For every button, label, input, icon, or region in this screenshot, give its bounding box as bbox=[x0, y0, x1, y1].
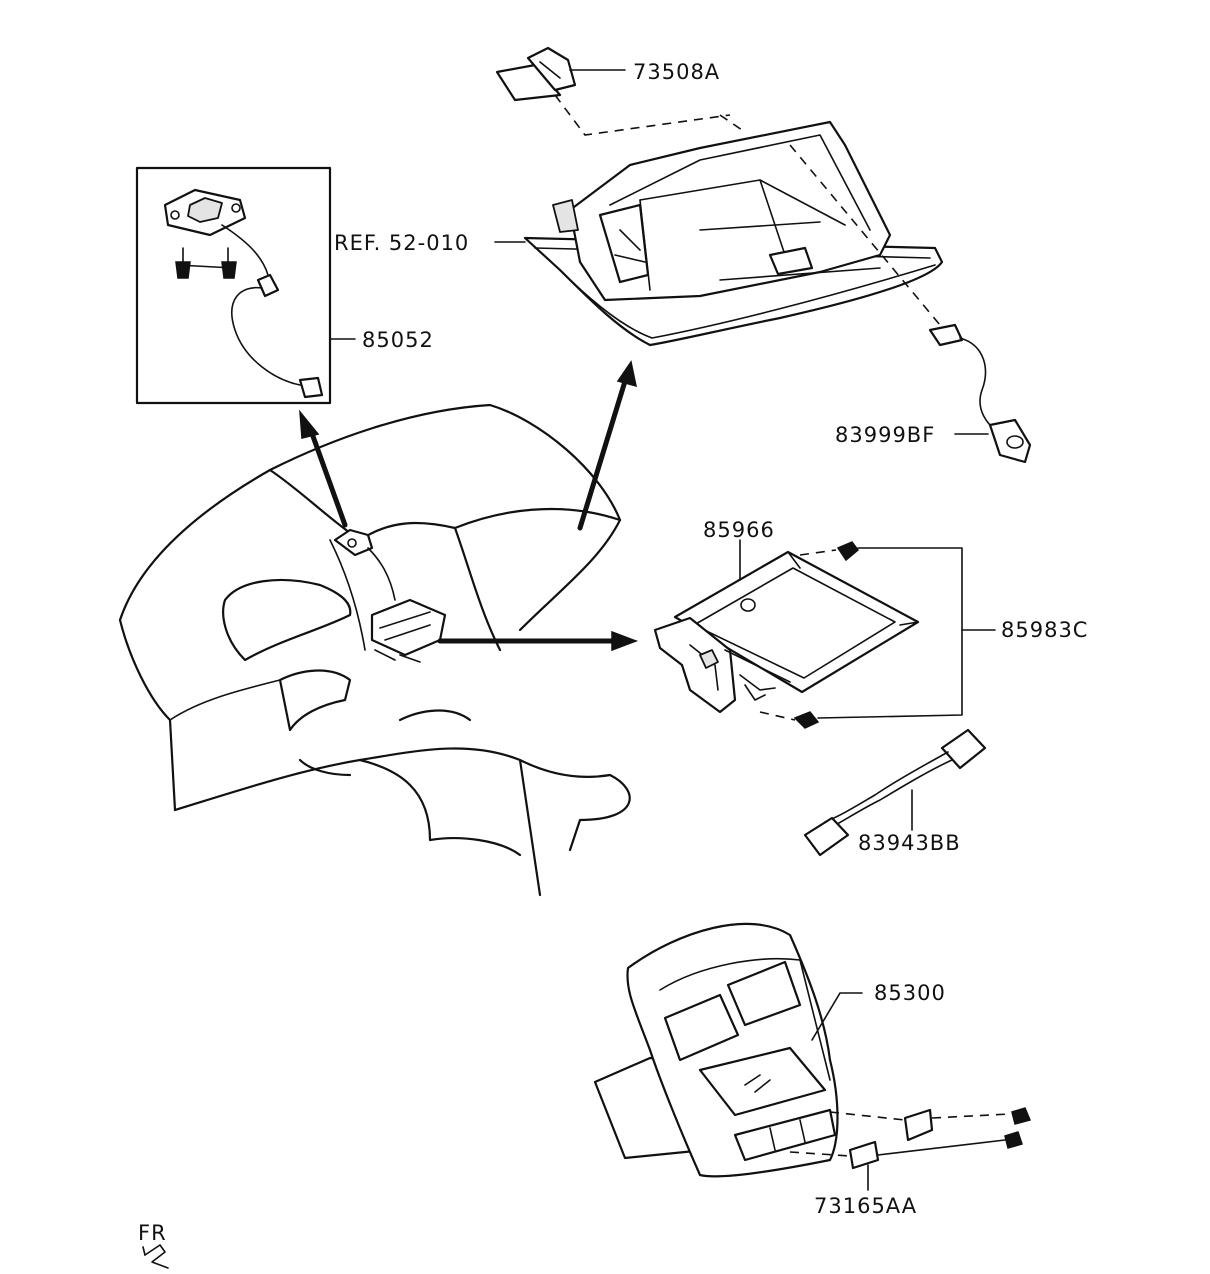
tray-85966 bbox=[653, 539, 996, 729]
label-73165AA: 73165AA bbox=[814, 1194, 917, 1218]
label-85300: 85300 bbox=[874, 981, 946, 1005]
front-direction-indicator bbox=[142, 1244, 169, 1269]
label-fr: FR bbox=[138, 1221, 167, 1245]
pointer-arrows bbox=[299, 360, 639, 652]
label-85052: 85052 bbox=[362, 328, 434, 352]
inset-85052 bbox=[135, 166, 332, 405]
label-73508A: 73508A bbox=[633, 60, 720, 84]
label-85983C: 85983C bbox=[1001, 618, 1088, 642]
label-83999BF: 83999BF bbox=[835, 423, 935, 447]
label-85966: 85966 bbox=[703, 518, 775, 542]
label-83943BB: 83943BB bbox=[858, 831, 961, 855]
glove-box bbox=[494, 46, 944, 347]
dashboard-assembly bbox=[118, 403, 631, 897]
switch-83999BF bbox=[928, 323, 1032, 464]
harness-83943BB bbox=[803, 728, 987, 857]
center-panel-85300 bbox=[593, 922, 1032, 1191]
label-ref-52-010: REF. 52-010 bbox=[334, 231, 469, 255]
